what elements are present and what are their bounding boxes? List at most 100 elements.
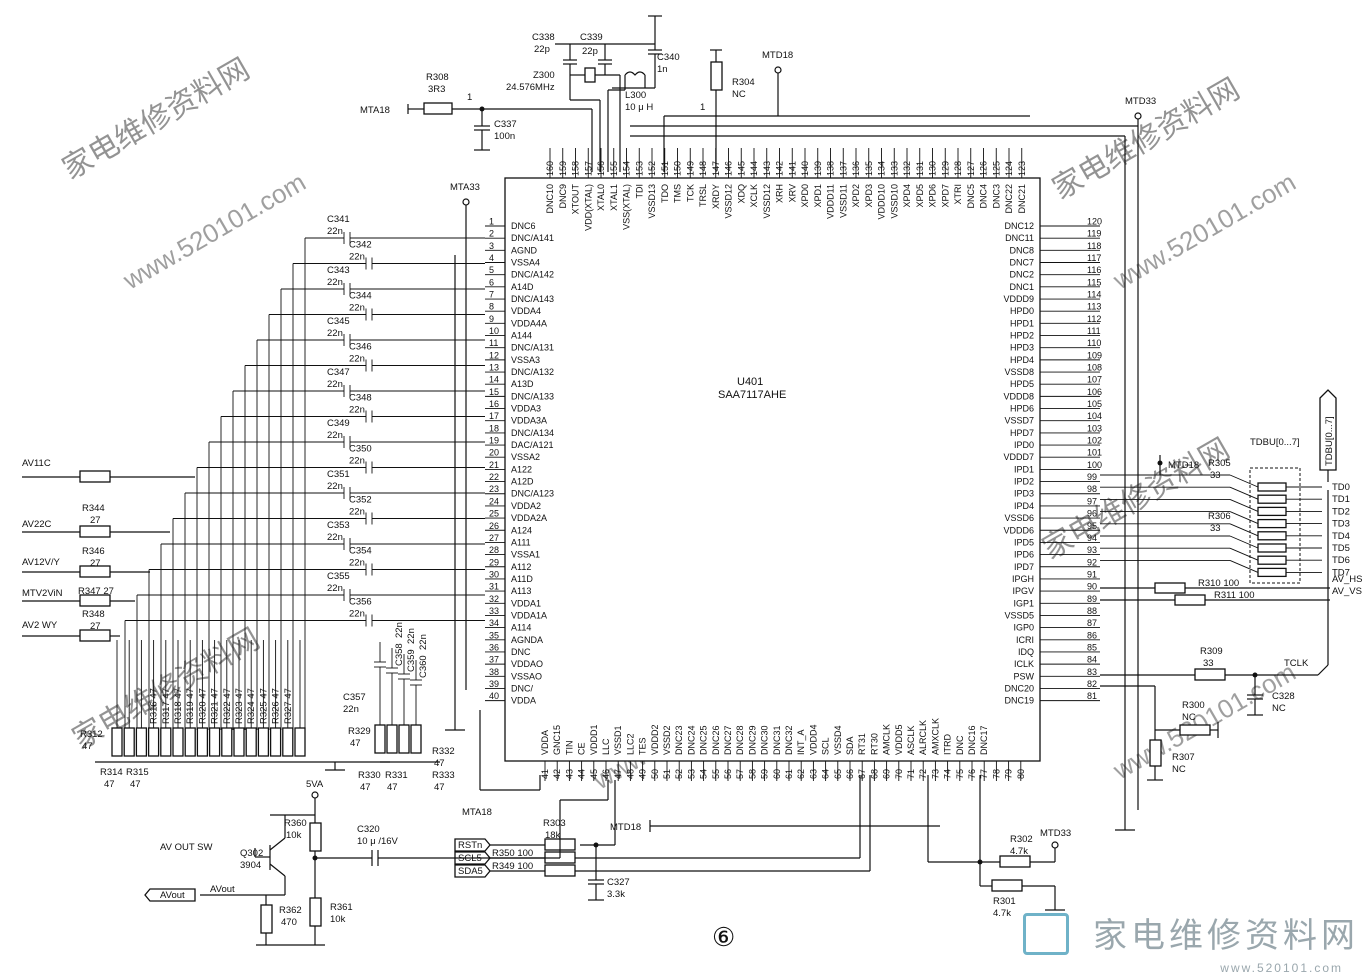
- pin-number: 154: [622, 161, 632, 176]
- pin-number: 56: [723, 769, 733, 779]
- pin-name: VSSD12: [724, 184, 734, 219]
- pin-number: 112: [1087, 314, 1101, 324]
- pin-number: 44: [577, 769, 587, 779]
- tdbu-box-label: TDBU[0...7]: [1250, 437, 1300, 448]
- pin-number: 67: [857, 769, 867, 779]
- pin-number: 92: [1087, 557, 1097, 567]
- c353-ref: C353: [327, 520, 350, 531]
- pin-number: 146: [724, 161, 734, 176]
- pin-number: 108: [1087, 363, 1102, 373]
- pin-name: A114: [511, 623, 531, 633]
- resistor-r344: [79, 525, 111, 538]
- r301-value: 4.7k: [993, 908, 1011, 919]
- pin-number: 6: [489, 277, 494, 287]
- pin-name: DNC: [955, 735, 965, 755]
- pin-number: 73: [930, 769, 940, 779]
- pin-name: XTOUT: [571, 184, 581, 215]
- r324-label: R324 47: [246, 688, 257, 724]
- pin-number: 142: [775, 161, 785, 176]
- pin-name: VSSD2: [662, 725, 672, 755]
- pin-name: VDDD1: [589, 724, 599, 755]
- pin-number: 7: [489, 290, 494, 300]
- net-avout: AVout: [210, 884, 235, 895]
- td-net-label: TD4: [1332, 531, 1350, 542]
- pin-number: 29: [489, 557, 499, 567]
- r322-label: R322 47: [222, 688, 233, 724]
- pin-number: 94: [1087, 533, 1097, 543]
- pin-name: AMXCLK: [930, 718, 940, 755]
- r306-value: 33: [1210, 523, 1221, 534]
- pin-number: 89: [1087, 594, 1097, 604]
- pin-name: VDDA2: [511, 501, 541, 511]
- pin-name: A11D: [511, 574, 533, 584]
- pin-name: TCK: [685, 184, 695, 202]
- pin-number: 65: [833, 769, 843, 779]
- z300-value: 24.576MHz: [506, 82, 555, 93]
- pin-number: 34: [489, 618, 499, 628]
- pin-number: 62: [796, 769, 806, 779]
- pin-name: VDDA: [540, 730, 550, 755]
- r360-value: 10k: [286, 830, 302, 841]
- pin-number: 45: [589, 769, 599, 779]
- pin-number: 131: [915, 161, 925, 176]
- td-net-label: TD6: [1332, 555, 1350, 566]
- pin-name: VDDD6: [1003, 525, 1034, 535]
- c346-ref: C346: [349, 342, 372, 353]
- r350-label: R350 100: [492, 848, 533, 859]
- r362-ref: R362: [279, 905, 302, 916]
- resistor-r346: [79, 565, 111, 578]
- pin-number: 63: [808, 769, 818, 779]
- r309-value: 33: [1203, 658, 1214, 669]
- av-inputs: AV11C AV22C R344 27 AV12V/Y R346 27 MTV2…: [22, 458, 195, 642]
- c337-ref: C337: [494, 119, 517, 130]
- brand-watermark: 家电维修资料网: [1093, 917, 1359, 955]
- pin-name: HPD1: [1010, 318, 1034, 328]
- pin-name: DNC3: [991, 184, 1001, 209]
- c351-value: 22n: [327, 481, 343, 492]
- pin-number: 24: [489, 496, 499, 506]
- resistor-array-box: [1249, 467, 1301, 584]
- ic-u401-body: [504, 177, 1041, 762]
- resistor-av11c: [79, 470, 111, 483]
- pin-name: DNC19: [1004, 696, 1034, 706]
- pin-number: 120: [1087, 217, 1102, 227]
- c358-value: 22n: [394, 622, 405, 638]
- pin-name: HPD7: [1010, 428, 1034, 438]
- pin-number: 52: [674, 769, 684, 779]
- pin-number: 42: [552, 769, 562, 779]
- watermark-url: www.520101.com: [117, 167, 311, 296]
- pin-number: 90: [1087, 582, 1097, 592]
- pin-number: 113: [1087, 302, 1101, 312]
- q302-value: 3904: [240, 860, 261, 871]
- pin-name: DNC25: [699, 725, 709, 755]
- pin-number: 35: [489, 630, 499, 640]
- pin-number: 11: [489, 338, 498, 348]
- pin-number: 95: [1087, 521, 1097, 531]
- pin-name: IPGV: [1012, 586, 1034, 596]
- pin-name: DNC/A132: [511, 367, 554, 377]
- pin-name: VSSD12: [762, 184, 772, 219]
- pin-name: XTAL1: [609, 184, 619, 211]
- r320-label: R320 47: [197, 688, 208, 724]
- c354-ref: C354: [349, 546, 372, 557]
- left-analog-rails: MTA33 MTA18: [445, 182, 541, 818]
- pin-number: 46: [601, 769, 611, 779]
- pin-name: HPD0: [1010, 306, 1034, 316]
- pin-name: DNC4: [979, 184, 989, 209]
- watermark-text: 家电维修资料网: [57, 52, 255, 186]
- resistor-r360: [309, 822, 322, 852]
- r303-value: 18k: [545, 830, 561, 841]
- pin-name: DNC6: [511, 221, 536, 231]
- pin-number: 123: [1017, 161, 1027, 176]
- pin-number: 117: [1087, 253, 1101, 263]
- pin-name: VSSA3: [511, 355, 540, 365]
- pin-number: 69: [882, 769, 892, 779]
- pin-name: DNC24: [686, 725, 696, 755]
- pin-number: 140: [800, 161, 810, 176]
- pin-name: A124: [511, 525, 532, 535]
- watermark-text: 家电维修资料网: [1047, 72, 1245, 206]
- pin-name: VDDD2: [650, 724, 660, 755]
- pin-name: A12D: [511, 477, 534, 487]
